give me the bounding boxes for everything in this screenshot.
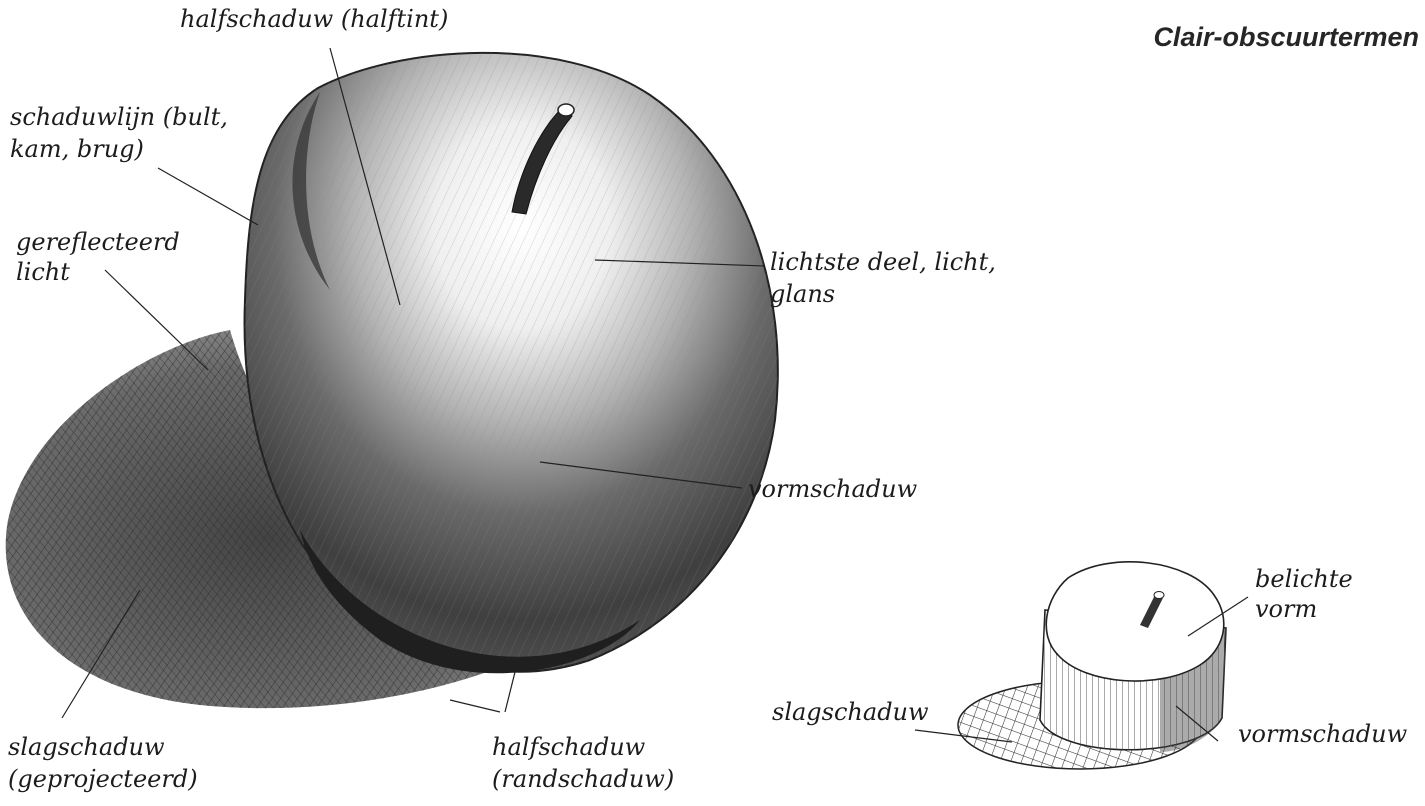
label-halftone: halfschaduw (halftint) <box>180 5 448 34</box>
label-reflected-light-2: licht <box>16 258 70 287</box>
label-highlight-2: glans <box>770 280 835 309</box>
label-penumbra-1: halfschaduw <box>492 733 645 762</box>
label-ridge-line-1: schaduwlijn (bult, <box>10 103 228 132</box>
label-cast-shadow-2: (geprojecteerd) <box>8 765 198 794</box>
label-small-cast-shadow: slagschaduw <box>772 698 929 727</box>
label-lit-form-2: vorm <box>1255 595 1317 624</box>
apple-large <box>245 53 778 673</box>
label-penumbra-2: (randschaduw) <box>492 765 674 794</box>
label-ridge-line-2: kam, brug) <box>10 135 144 164</box>
label-lit-form-1: belichte <box>1255 565 1353 594</box>
apple-small <box>1040 562 1226 752</box>
page-title: Clair-obscuurtermen <box>1153 22 1419 53</box>
label-highlight-1: lichtste deel, licht, <box>770 248 996 277</box>
label-reflected-light-1: gereflecteerd <box>16 228 180 257</box>
label-form-shadow: vormschaduw <box>748 475 917 504</box>
label-cast-shadow-1: slagschaduw <box>8 733 165 762</box>
label-small-form-shadow: vormschaduw <box>1238 720 1407 749</box>
